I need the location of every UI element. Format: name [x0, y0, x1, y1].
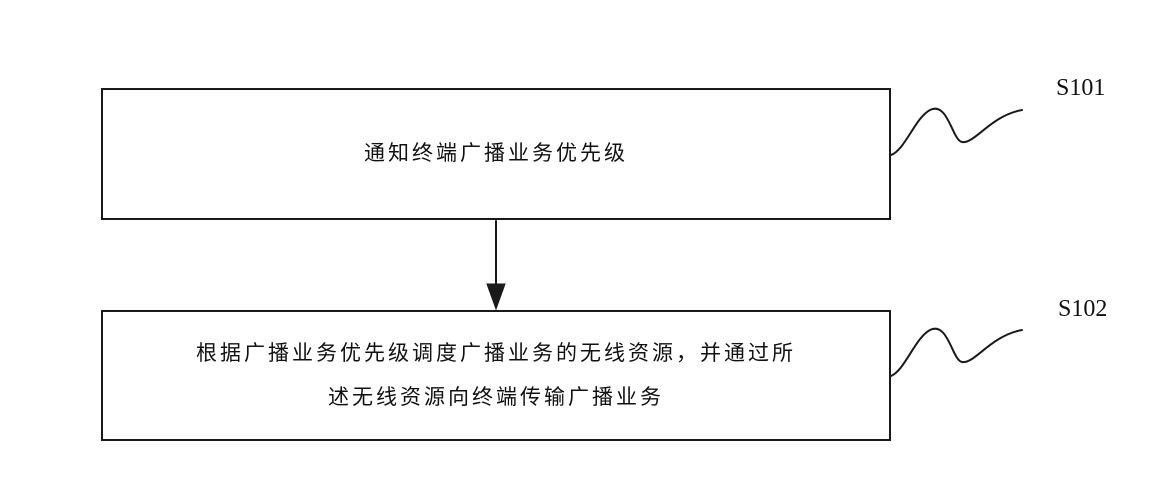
step-text-s102-line-1: 根据广播业务优先级调度广播业务的无线资源，并通过所	[196, 341, 796, 366]
flow-arrow-head	[486, 283, 506, 311]
leader-squiggle-s101	[890, 107, 1023, 156]
step-box-s102: 根据广播业务优先级调度广播业务的无线资源，并通过所 述无线资源向终端传输广播业务	[101, 310, 891, 441]
step-label-s101: S101	[1056, 75, 1106, 101]
step-box-s101: 通知终端广播业务优先级	[101, 88, 891, 220]
step-label-s102: S102	[1058, 296, 1108, 322]
step-text-s102: 根据广播业务优先级调度广播业务的无线资源，并通过所 述无线资源向终端传输广播业务	[196, 332, 796, 418]
leader-squiggle-s102	[890, 327, 1023, 377]
step-text-s101: 通知终端广播业务优先级	[364, 141, 628, 166]
step-text-s102-line-2: 述无线资源向终端传输广播业务	[328, 384, 664, 409]
